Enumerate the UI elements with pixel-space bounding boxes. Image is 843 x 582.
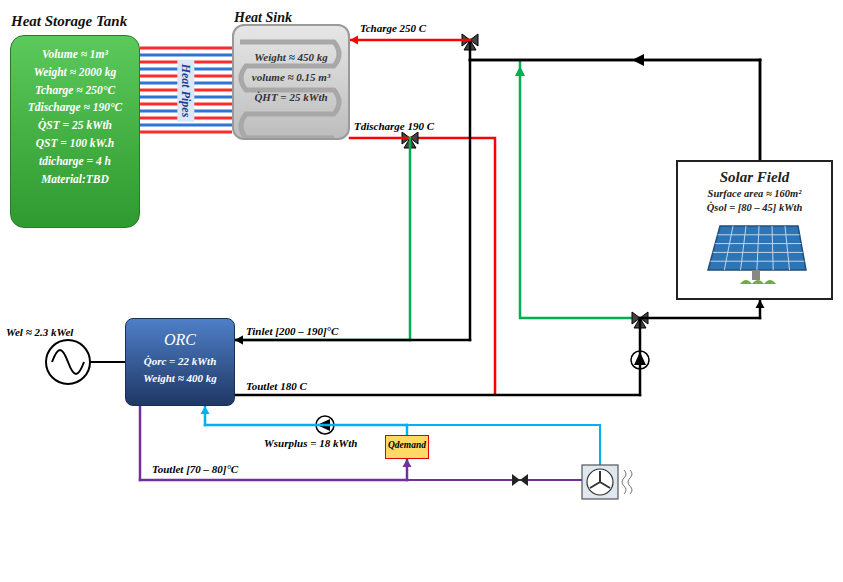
arrow-head — [235, 336, 243, 345]
arrow-head — [515, 66, 525, 76]
pipe-connector — [201, 406, 408, 435]
node-text: Volume ≈ 1m³ — [17, 46, 133, 64]
pipe-label: Tdischarge 190 C — [352, 120, 436, 132]
valve-symbol — [512, 474, 528, 486]
node-text: Weight ≈ 400 kg — [130, 370, 230, 388]
arrow-head — [756, 300, 765, 308]
node-text: Tcharge ≈ 250°C — [17, 82, 133, 100]
pipe-connector — [350, 36, 760, 161]
node-text: tdicharge = 4 h — [17, 153, 133, 171]
node-text: Qdemand — [388, 440, 426, 451]
pipe-label: Wel ≈ 2.3 kWel — [4, 326, 75, 338]
pipe-connector — [140, 406, 412, 480]
green-pipe — [520, 60, 632, 318]
arrow-head — [350, 36, 358, 45]
three-way-valve — [402, 34, 648, 328]
edge-label: Heat Pipes — [178, 59, 195, 121]
node-heading: Heat Sink — [234, 5, 292, 30]
arrow-head — [403, 459, 412, 467]
heat-sink: Heat SinkWeight ≈ 450 kgvolume ≈ 0.15 m³… — [232, 24, 350, 140]
node-text: QST = 100 kW.h — [17, 135, 133, 153]
pump-symbol — [316, 351, 649, 434]
pipe-label: Toutlet [70 – 80]°C — [150, 463, 240, 475]
node-text: Q̇orc = 22 kWth — [130, 353, 230, 371]
orc-unit: ORCQ̇orc = 22 kWthWeight ≈ 400 kg — [125, 318, 235, 406]
demand-box: Qdemand — [385, 435, 429, 459]
pipe-connector — [235, 300, 765, 395]
node-text: volume ≈ 0.15 m³ — [240, 68, 342, 88]
red-pipe — [410, 138, 495, 395]
node-text: Tdischarge ≈ 190°C — [17, 99, 133, 117]
node-text: Q̇ST = 25 kWth — [17, 117, 133, 135]
arrow-head — [235, 336, 243, 345]
node-text: Q̇HT = 25 kWth — [240, 88, 342, 108]
node-text: Surface area ≈ 160m² — [684, 187, 825, 201]
arrow-head — [201, 406, 210, 414]
solar-panel — [700, 220, 810, 286]
pipe-label: Tcharge 250 C — [358, 22, 428, 34]
storage-tank: Heat Storage TankVolume ≈ 1m³Weight ≈ 20… — [10, 35, 140, 228]
node-text: Weight ≈ 450 kg — [240, 48, 342, 68]
node-title: Solar Field — [684, 167, 825, 187]
blue-pipe — [406, 425, 600, 465]
generator-symbol — [46, 340, 125, 384]
heat-pipes — [140, 48, 232, 132]
pipe-label: Toutlet 180 C — [244, 380, 309, 392]
solar-field: Solar FieldSurface area ≈ 160m²Q̇sol = [… — [676, 160, 833, 300]
node-title: ORC — [130, 327, 230, 353]
node-text: Q̇sol = [80 – 45] kWth — [684, 201, 825, 215]
node-text: Weight ≈ 2000 kg — [17, 64, 133, 82]
purple-pipe — [406, 479, 585, 481]
pipe-connector — [235, 138, 410, 345]
fan-cooler — [582, 465, 632, 499]
pipe-label: Tinlet [200 – 190]°C — [244, 325, 340, 337]
pipe-label: Wsurplus = 18 kWth — [262, 437, 359, 449]
node-text: Material:TBD — [17, 171, 133, 189]
node-heading: Heat Storage Tank — [11, 10, 127, 33]
